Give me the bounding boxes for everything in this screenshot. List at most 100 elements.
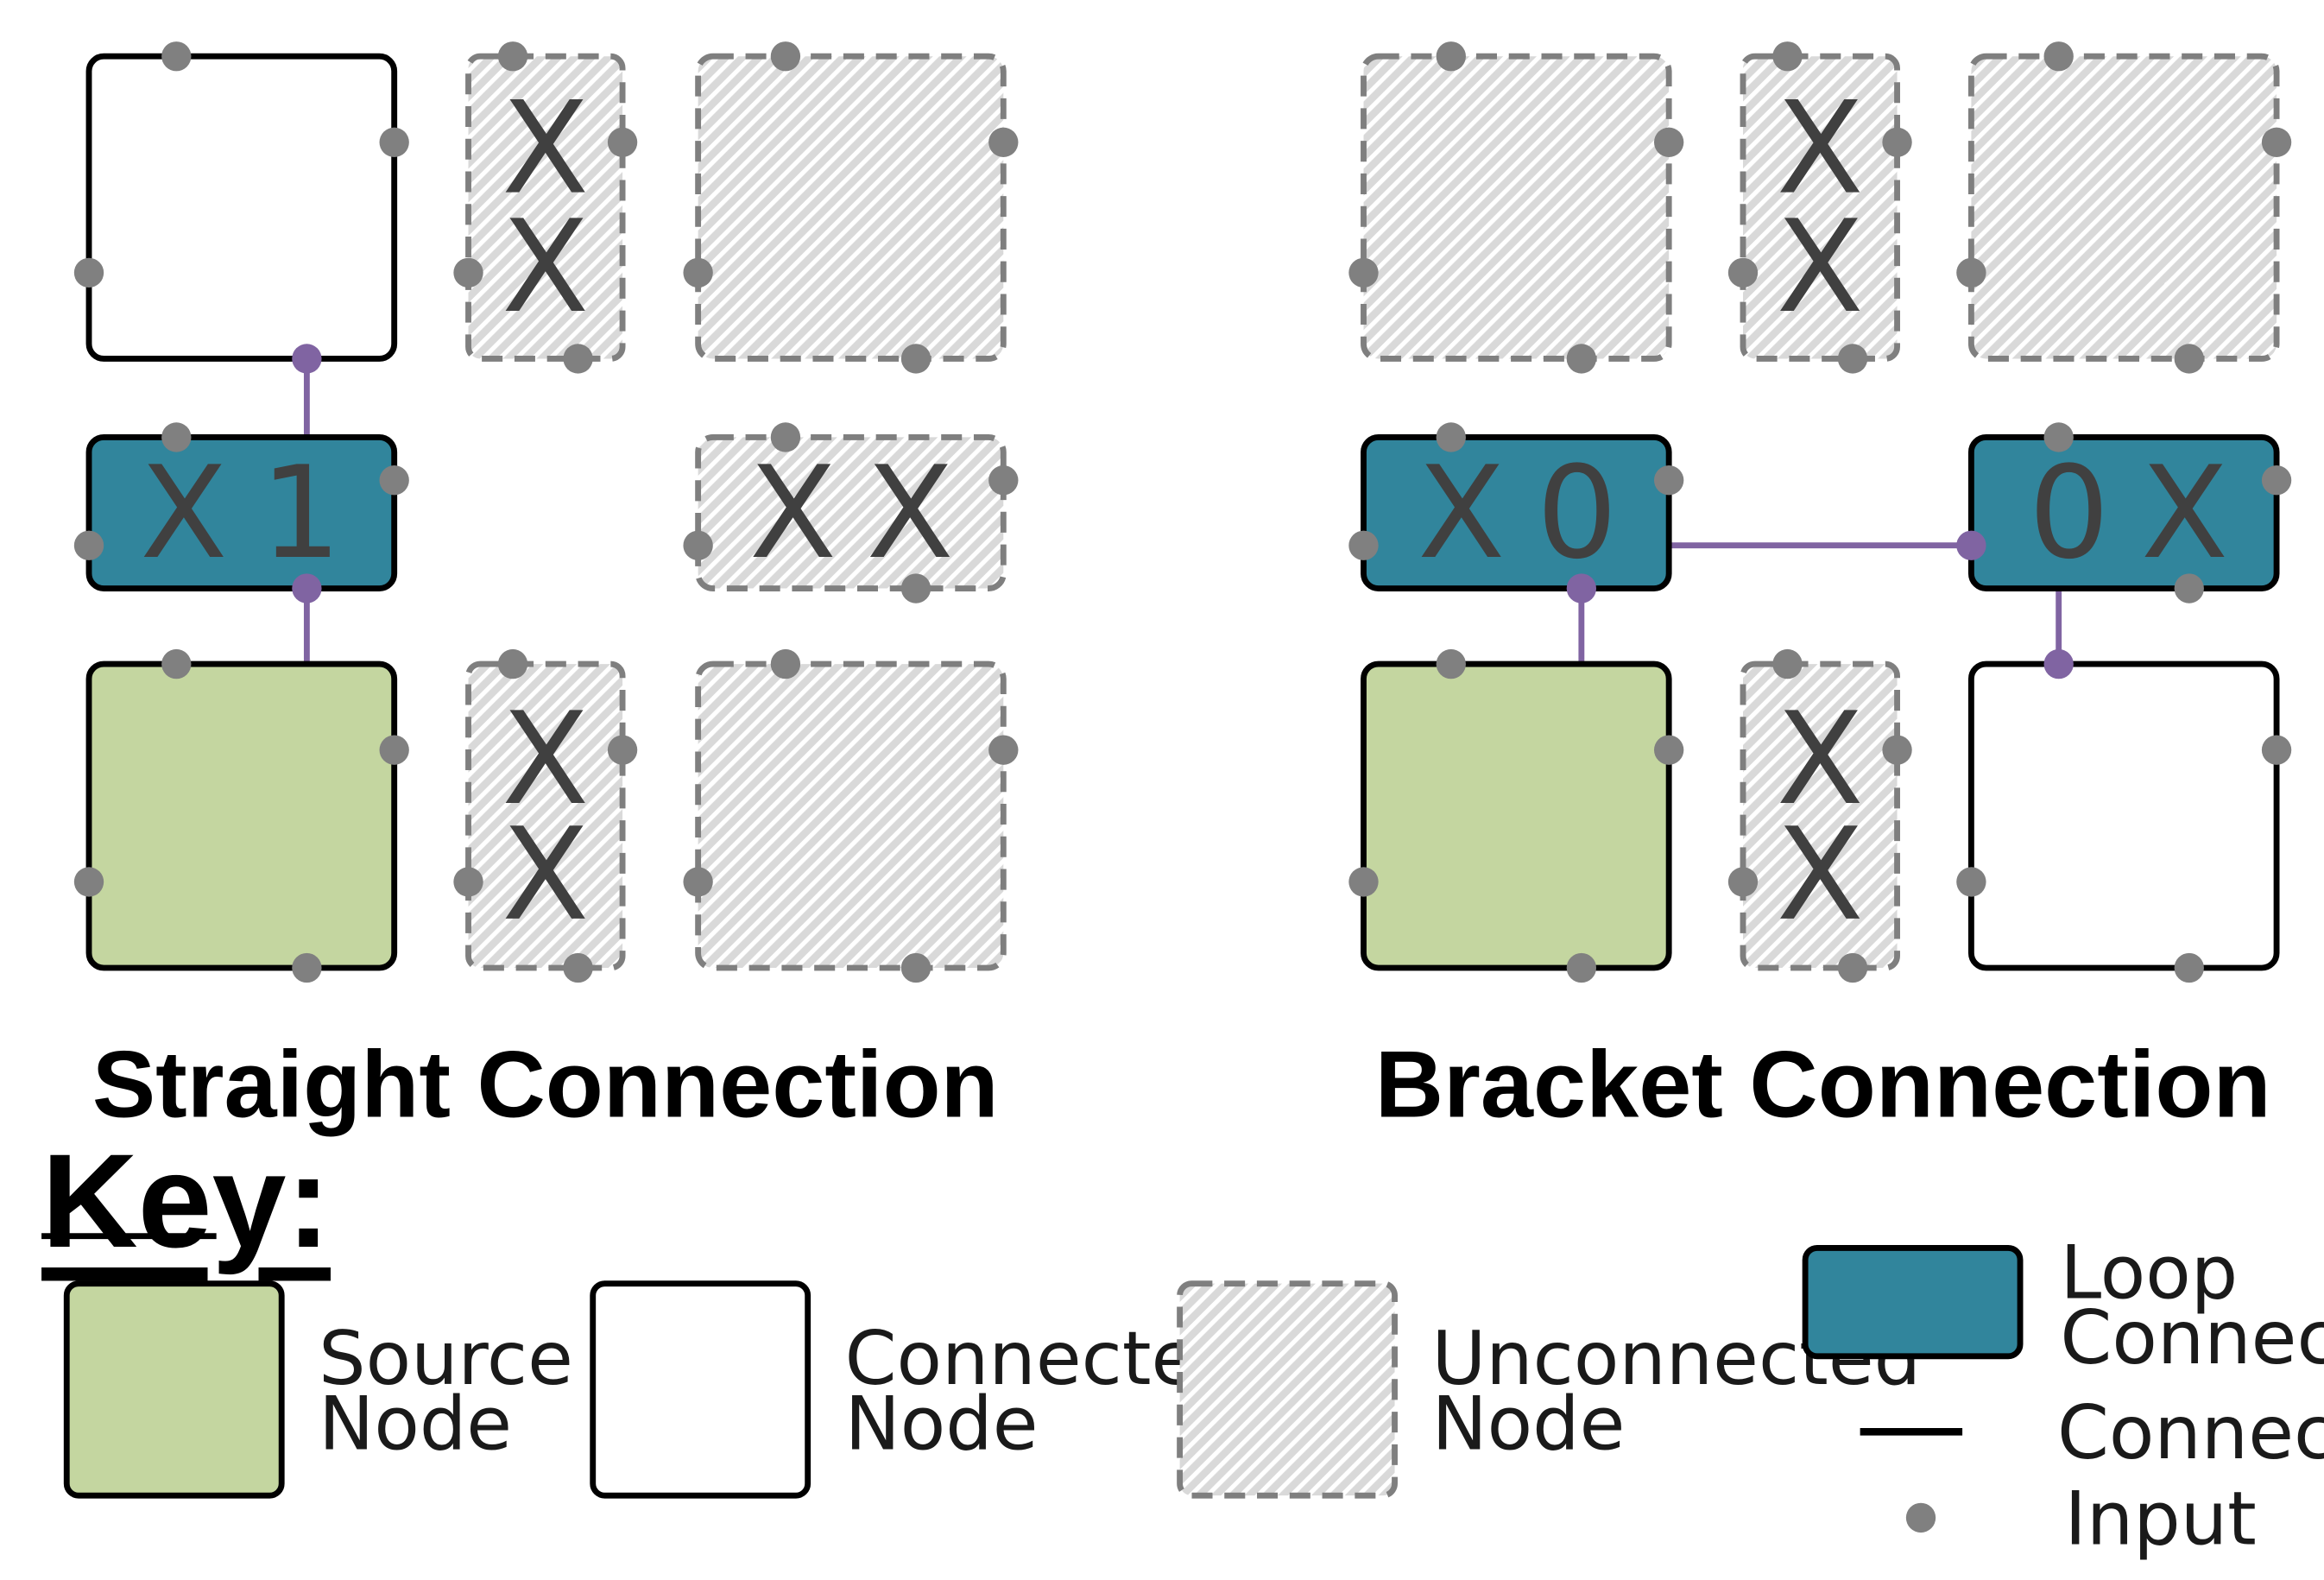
bracket-connection-caption: Bracket Connection	[1375, 1033, 2271, 1138]
input-dot	[563, 344, 593, 374]
source-node	[1361, 660, 1672, 971]
input-dot	[683, 530, 713, 560]
input-dot	[988, 465, 1019, 496]
input-dot	[2174, 344, 2204, 374]
input-dot	[1837, 344, 1868, 374]
legend-source-swatch	[63, 1280, 285, 1499]
input-dot	[770, 648, 801, 679]
input-dot	[683, 867, 713, 897]
input-dot	[563, 952, 593, 983]
legend-title: Key:	[41, 1126, 331, 1275]
input-dot	[1566, 344, 1597, 374]
input-dot	[73, 530, 104, 560]
connected-input-dot	[292, 573, 322, 604]
input-dot	[1653, 465, 1684, 496]
input-dot	[1436, 422, 1466, 452]
input-dot	[1348, 867, 1379, 897]
loop-connector	[1967, 433, 2280, 591]
legend-source-label: Source	[319, 1316, 573, 1402]
input-dot	[988, 735, 1019, 765]
node-symbol: X	[1777, 800, 1864, 949]
legend-loop-swatch	[1802, 1245, 2024, 1360]
legend-input-label: Input	[2065, 1476, 2257, 1563]
input-dot	[607, 127, 638, 157]
loop-connector-left-value: X	[140, 439, 227, 587]
node-symbol: X	[502, 800, 589, 949]
unconnected-node	[1967, 53, 2280, 362]
node-symbol: X	[502, 685, 589, 833]
input-dot	[1882, 735, 1912, 765]
input-dot	[379, 127, 409, 157]
unconnected-node	[1740, 53, 1900, 362]
legend-input-dot	[1905, 1502, 1936, 1533]
connected-node	[85, 53, 398, 362]
loop-connector-right-value: 1	[261, 439, 342, 587]
input-dot	[900, 952, 931, 983]
input-dot	[1837, 952, 1868, 983]
input-dot	[900, 573, 931, 604]
loop-connector-right-value: 0	[1537, 439, 1618, 587]
input-dot	[453, 257, 483, 288]
legend-loop-label: Connector	[2060, 1295, 2324, 1381]
straight-connection-diagram: X X X 1 X X X X	[73, 41, 1019, 1138]
input-dot	[2174, 952, 2204, 983]
node-symbol: X	[1777, 74, 1864, 223]
input-dot	[683, 257, 713, 288]
connected-node	[1967, 660, 2280, 971]
input-dot	[1956, 867, 1986, 897]
input-dot	[2261, 127, 2292, 157]
input-dot	[1348, 530, 1379, 560]
input-dot	[770, 41, 801, 72]
loop-connector-left-value: X	[1418, 439, 1505, 587]
unconnected-node	[1740, 660, 1900, 971]
unconnected-node	[695, 660, 1007, 971]
unconnected-node	[1361, 53, 1672, 362]
input-dot	[161, 422, 192, 452]
legend-connected-label: Node	[845, 1381, 1039, 1468]
input-dot	[1348, 257, 1379, 288]
node-symbol: X	[867, 439, 954, 587]
input-dot	[900, 344, 931, 374]
input-dot	[1436, 41, 1466, 72]
legend: Key: Source Node Connected Node Unconnec…	[41, 1126, 2324, 1563]
node-symbol: X	[1777, 193, 1864, 341]
input-dot	[2174, 573, 2204, 604]
node-symbol: X	[502, 74, 589, 223]
node-symbol: X	[1777, 685, 1864, 833]
connected-input-dot	[2043, 648, 2074, 679]
input-dot	[607, 735, 638, 765]
input-dot	[770, 422, 801, 452]
input-dot	[379, 465, 409, 496]
input-dot	[1772, 648, 1803, 679]
input-dot	[1727, 257, 1759, 288]
connected-input-dot	[1566, 573, 1597, 604]
connected-input-dot	[292, 344, 322, 374]
input-dot	[1882, 127, 1912, 157]
input-dot	[2261, 465, 2292, 496]
loop-connector	[85, 433, 398, 591]
legend-loop-label: Loop	[2060, 1230, 2238, 1317]
input-dot	[379, 735, 409, 765]
input-dot	[1653, 127, 1684, 157]
input-dot	[1436, 648, 1466, 679]
input-dot	[73, 867, 104, 897]
legend-unconnected-swatch	[1177, 1280, 1398, 1499]
source-node	[85, 660, 398, 971]
unconnected-node	[465, 53, 626, 362]
input-dot	[2261, 735, 2292, 765]
legend-source-label: Node	[319, 1381, 512, 1468]
input-dot	[1772, 41, 1803, 72]
loop-connector-right-value: X	[2141, 439, 2228, 587]
node-symbol: X	[749, 439, 837, 587]
input-dot	[453, 867, 483, 897]
input-dot	[1956, 257, 1986, 288]
input-dot	[988, 127, 1019, 157]
input-dot	[1653, 735, 1684, 765]
input-dot	[2043, 422, 2074, 452]
input-dot	[1727, 867, 1759, 897]
input-dot	[497, 648, 528, 679]
input-dot	[2043, 41, 2074, 72]
input-dot	[161, 41, 192, 72]
connected-input-dot	[1956, 530, 1986, 560]
